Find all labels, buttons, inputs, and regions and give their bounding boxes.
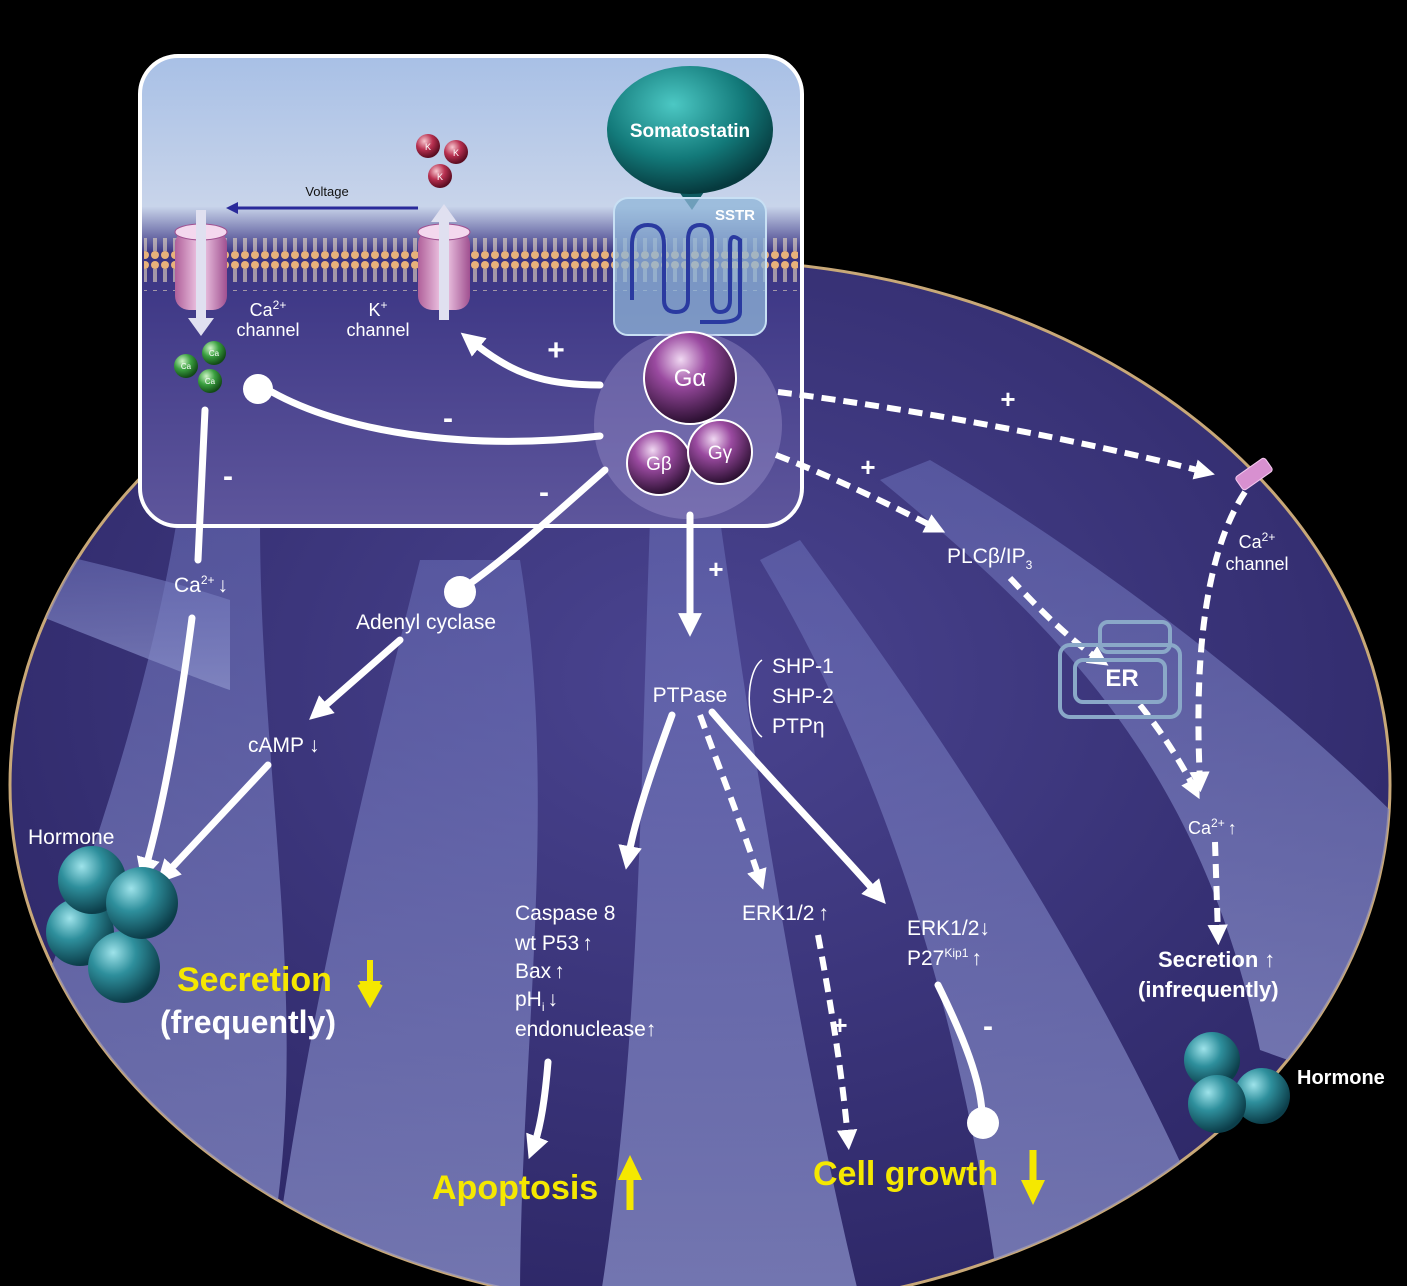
- ptpase-item: SHP-2: [772, 685, 834, 708]
- p27-label: P27Kip1↑: [907, 946, 982, 970]
- svg-text:+: +: [832, 1010, 847, 1040]
- er-organelle: ER: [1058, 620, 1182, 719]
- apoptosis-item: Bax↑: [515, 960, 565, 983]
- secretion-frequent-label: Secretion: [177, 961, 332, 999]
- erk-up-label: ERK1/2↑: [742, 902, 829, 925]
- adenyl-cyclase-label: Adenyl cyclase: [356, 611, 496, 634]
- outcome-labels: Secretion (frequently) Apoptosis Cell gr…: [160, 947, 1279, 1210]
- k-ions: K K K: [416, 134, 468, 188]
- ca-channel-label: Ca: [250, 300, 274, 320]
- dashed-arrows: [697, 389, 1248, 1151]
- sstr-label: SSTR: [715, 207, 755, 224]
- svg-text:Ca2+: Ca2+: [1239, 530, 1276, 552]
- apoptosis-item: Caspase 8: [515, 902, 615, 925]
- hormone-cluster-right: Hormone: [1184, 1032, 1385, 1133]
- sstr-receptor: SSTR: [613, 197, 767, 336]
- svg-text:Ca: Ca: [209, 349, 220, 358]
- g-beta-label: Gβ: [646, 454, 672, 475]
- k-channel-word: channel: [346, 320, 409, 340]
- svg-text:K: K: [453, 148, 459, 158]
- svg-text:-: -: [983, 1010, 993, 1043]
- hormone-right-label: Hormone: [1297, 1067, 1385, 1089]
- ca-up-label: Ca2+↑: [1188, 816, 1237, 838]
- apoptosis-item: wt P53↑: [514, 932, 593, 955]
- ca-channel-word: channel: [236, 320, 299, 340]
- right-ca-channel: Ca2+ channel: [1225, 457, 1289, 574]
- hormone-left-label: Hormone: [28, 826, 114, 849]
- svg-text:+: +: [1000, 384, 1015, 414]
- pathway-arrows: [136, 332, 986, 1160]
- inhibition-terminals: [243, 374, 999, 1139]
- apoptosis-outcome: Apoptosis: [432, 1169, 598, 1207]
- svg-text:K: K: [437, 172, 443, 182]
- k-channel: K+ channel: [346, 204, 471, 340]
- signs: + - - - + + + + -: [223, 334, 1016, 1043]
- svg-text:+: +: [860, 452, 875, 482]
- ptpase-item: SHP-1: [772, 655, 834, 678]
- node-labels: Ca2+↓ Adenyl cyclase cAMP↓ PTPase SHP-1 …: [174, 545, 1237, 1041]
- secretion-infrequent-label: Secretion↑: [1158, 947, 1275, 972]
- somatostatin-ligand: Somatostatin: [607, 66, 773, 210]
- svg-text:K+: K+: [368, 298, 387, 320]
- ptpase-label: PTPase: [653, 684, 728, 707]
- svg-text:-: -: [443, 402, 453, 435]
- apoptosis-item: endonuclease↑: [515, 1018, 656, 1041]
- erk-down-label: ERK1/2↓: [907, 917, 990, 940]
- camp-label: cAMP↓: [248, 734, 320, 757]
- svg-text:+: +: [547, 334, 565, 367]
- svg-text:Ca: Ca: [205, 377, 216, 386]
- g-protein-complex: Gα Gβ Gγ: [594, 331, 782, 519]
- g-alpha-label: Gα: [674, 365, 707, 392]
- plc-label: PLCβ/IP3: [947, 545, 1033, 572]
- ptpase-item: PTPη: [772, 715, 825, 738]
- svg-text:+: +: [708, 554, 723, 584]
- hormone-cluster-left: Hormone: [28, 826, 178, 1003]
- frequently-label: (frequently): [160, 1004, 336, 1040]
- voltage-indicator: Voltage: [226, 184, 418, 214]
- svg-text:-: -: [223, 460, 233, 493]
- ca-ions: Ca Ca Ca: [174, 341, 226, 393]
- svg-text:Ca: Ca: [181, 362, 192, 371]
- voltage-label: Voltage: [305, 184, 348, 199]
- cell-growth-outcome: Cell growth: [813, 1155, 998, 1193]
- svg-text:Ca2+: Ca2+: [250, 298, 287, 320]
- ca-channel: Ca2+ channel: [174, 210, 300, 340]
- svg-text:K: K: [425, 142, 431, 152]
- g-gamma-label: Gγ: [708, 443, 733, 464]
- k-channel-label: K: [368, 300, 380, 320]
- somatostatin-label: Somatostatin: [630, 121, 750, 142]
- ca-down-label: Ca2+↓: [174, 573, 228, 597]
- svg-text:-: -: [539, 476, 549, 509]
- apoptosis-item: pHi↓: [515, 988, 558, 1014]
- infrequently-label: (infrequently): [1138, 977, 1279, 1002]
- svg-text:ER: ER: [1105, 665, 1138, 692]
- svg-text:channel: channel: [1225, 554, 1288, 574]
